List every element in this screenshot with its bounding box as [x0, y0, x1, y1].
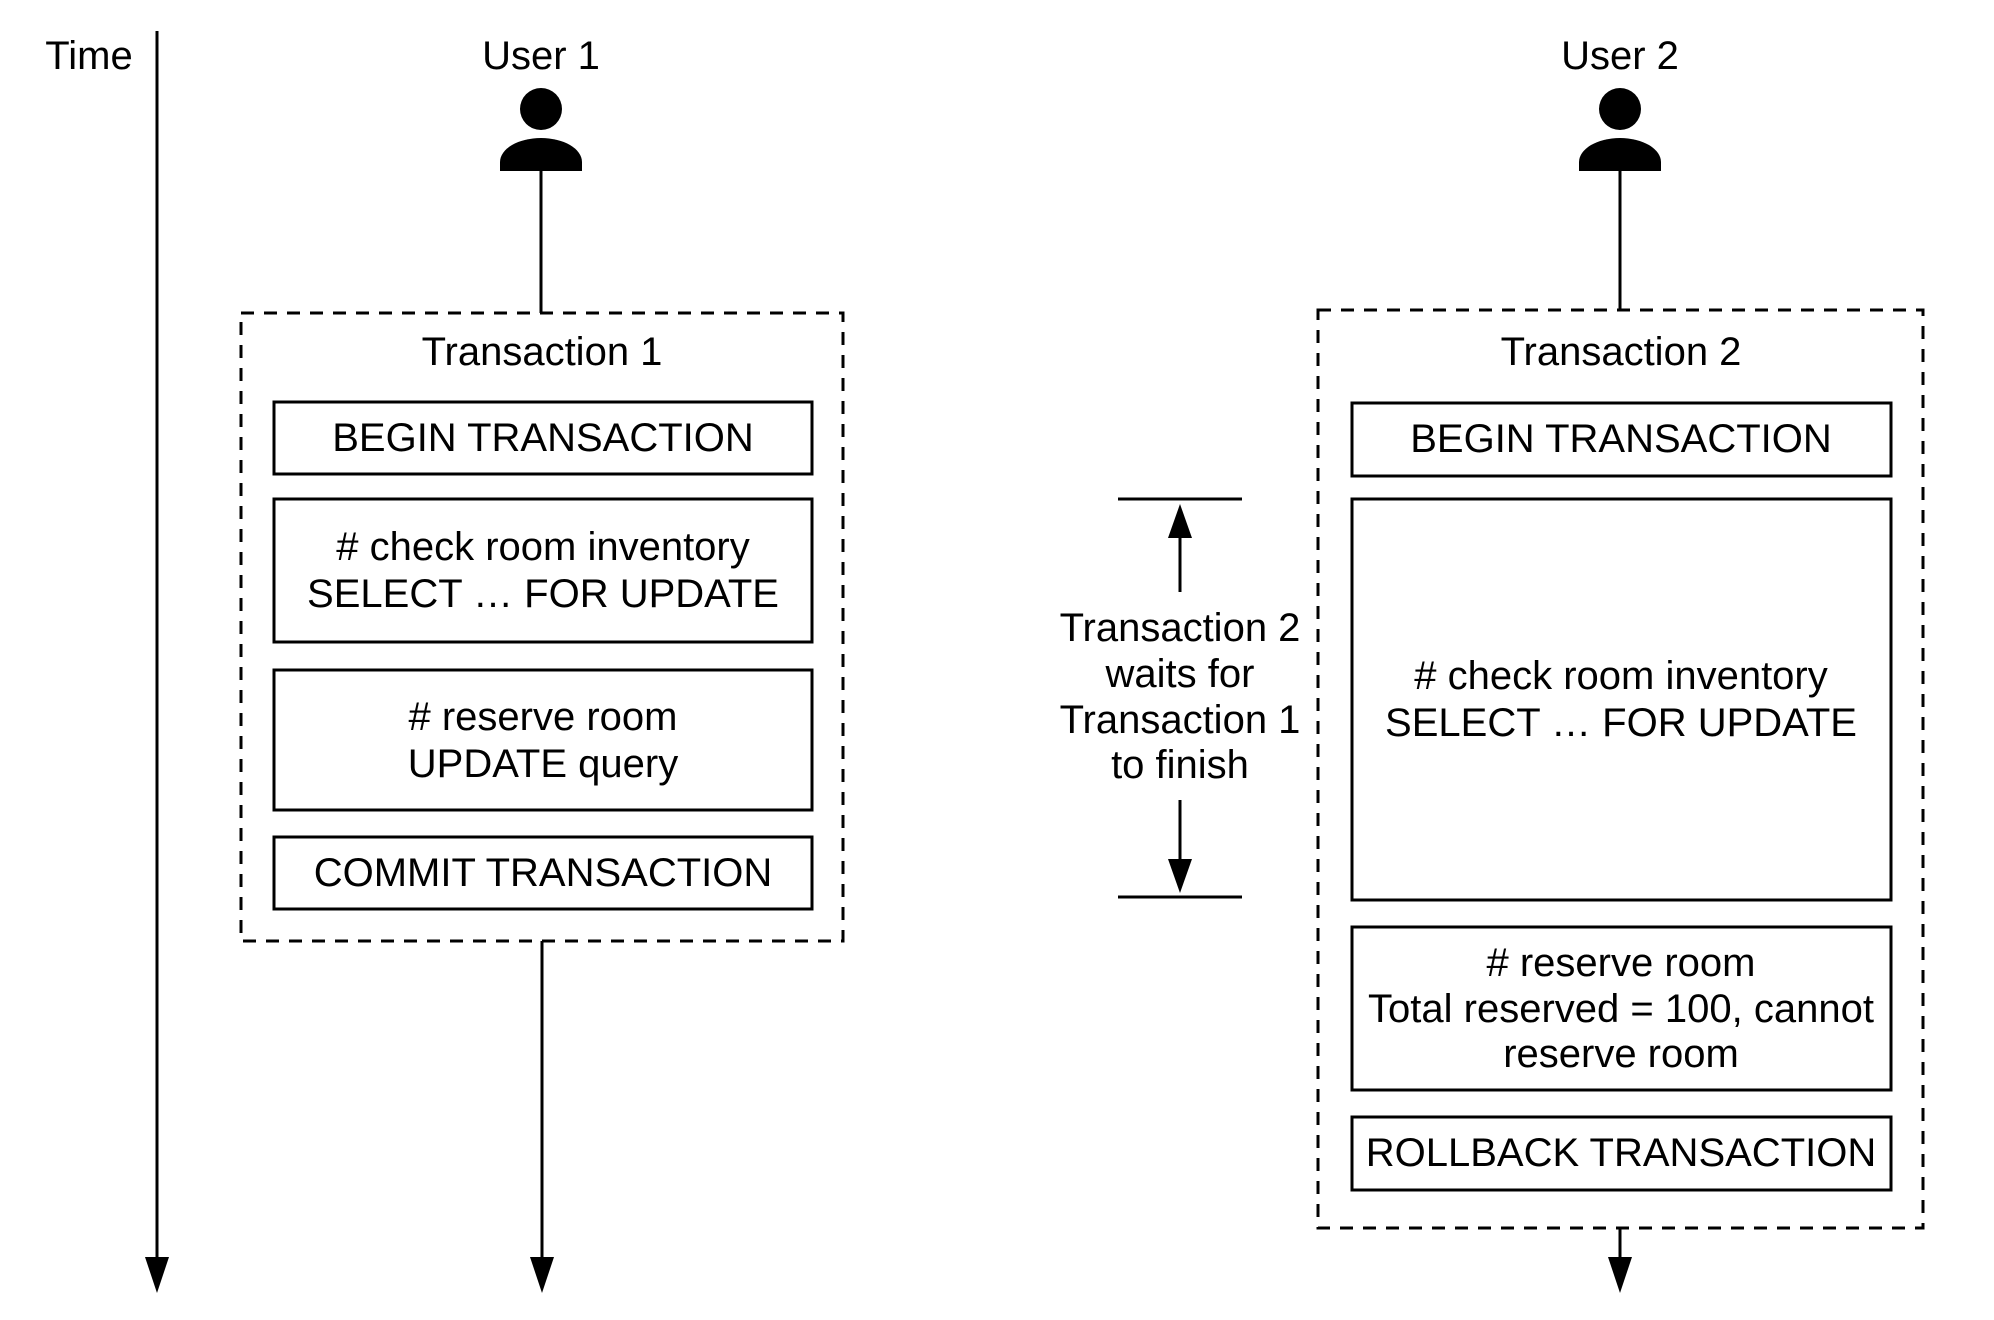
wait-text-line1: Transaction 2 [1060, 606, 1301, 650]
wait-annotation: Transaction 2 waits for Transaction 1 to… [1060, 497, 1301, 899]
person-head [520, 88, 562, 130]
transaction1-step-begin-box [272, 400, 814, 476]
wait-text-line4: to finish [1111, 743, 1249, 787]
transaction1-step-check-line2: SELECT … FOR UPDATE [307, 572, 779, 616]
user1-person-icon [500, 88, 582, 171]
user1: User 1 [482, 34, 600, 313]
user2: User 2 [1561, 34, 1679, 310]
transaction2-arrowhead-icon [1608, 1257, 1632, 1293]
transaction1-step-reserve-box [272, 668, 814, 812]
time-axis: Time [45, 31, 169, 1293]
wait-down-arrowhead-icon [1168, 859, 1192, 893]
user1-label: User 1 [482, 34, 600, 78]
transaction1-step-check-line1: # check room inventory [336, 525, 750, 569]
transaction1-step-check-box [272, 497, 814, 644]
transaction1-step-reserve-line1: # reserve room [409, 695, 678, 739]
transaction2-step-reserve-line1: # reserve room [1487, 941, 1756, 985]
wait-up-arrowhead-icon [1168, 504, 1192, 538]
time-axis-arrowhead-icon [145, 1257, 169, 1293]
transaction2-step-check-line1: # check room inventory [1414, 654, 1828, 698]
transaction2-group: Transaction 2 BEGIN TRANSACTION # check … [1316, 308, 1925, 1293]
transaction1-step-commit-label: COMMIT TRANSACTION [314, 851, 773, 895]
transaction2-step-check-box [1350, 497, 1893, 902]
transaction2-step-rollback-label: ROLLBACK TRANSACTION [1366, 1131, 1877, 1175]
wait-text-line3: Transaction 1 [1060, 698, 1301, 742]
person-head [1599, 88, 1641, 130]
transaction2-step-reserve-box [1350, 925, 1893, 1092]
transaction2-step-reserve-line3: reserve room [1503, 1032, 1739, 1076]
transaction2-step-rollback-box [1350, 1115, 1893, 1192]
time-label: Time [45, 34, 132, 78]
transaction2-step-reserve-line2: Total reserved = 100, cannot [1368, 987, 1874, 1031]
transaction2-title: Transaction 2 [1501, 330, 1742, 374]
transaction1-title: Transaction 1 [422, 330, 663, 374]
user2-label: User 2 [1561, 34, 1679, 78]
person-shoulders [500, 138, 582, 171]
user2-person-icon [1579, 88, 1661, 171]
transaction2-step-begin-label: BEGIN TRANSACTION [1410, 417, 1832, 461]
transaction1-step-begin-label: BEGIN TRANSACTION [332, 416, 754, 460]
transaction1-step-reserve-line2: UPDATE query [408, 742, 678, 786]
person-shoulders [1579, 138, 1661, 171]
transaction1-step-commit-box [272, 835, 814, 911]
transaction1-arrowhead-icon [530, 1257, 554, 1293]
wait-text-line2: waits for [1105, 652, 1255, 696]
transaction1-group: Transaction 1 BEGIN TRANSACTION # check … [239, 311, 845, 1293]
transaction2-step-begin-box [1350, 401, 1893, 478]
transaction2-step-check-line2: SELECT … FOR UPDATE [1385, 701, 1857, 745]
